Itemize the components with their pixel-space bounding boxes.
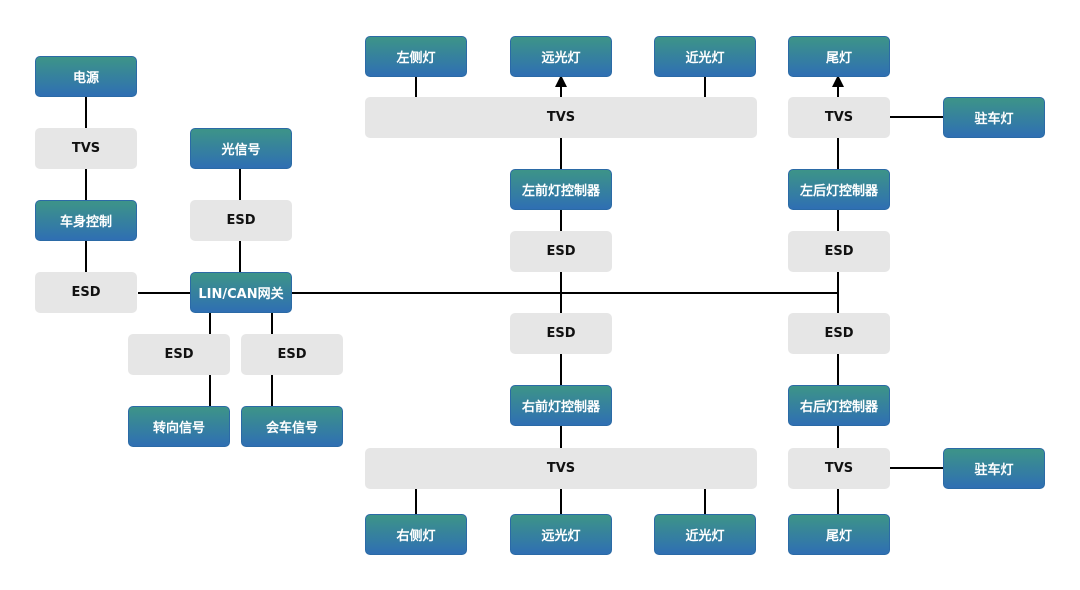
- right-front-controller-node: 右前灯控制器: [510, 385, 612, 426]
- esd-node-turn: ESD: [128, 334, 230, 375]
- low-beam-bottom-node: 近光灯: [654, 514, 756, 555]
- left-rear-controller-node: 左后灯控制器: [788, 169, 890, 210]
- meeting-signal-node: 会车信号: [241, 406, 343, 447]
- turn-signal-node: 转向信号: [128, 406, 230, 447]
- esd-node-body: ESD: [35, 272, 137, 313]
- tvs-node-front-top: TVS: [365, 97, 757, 138]
- tvs-node-rear-top: TVS: [788, 97, 890, 138]
- body-control-node: 车身控制: [35, 200, 137, 241]
- parking-light-bottom-node: 驻车灯: [943, 448, 1045, 489]
- right-side-light-node: 右侧灯: [365, 514, 467, 555]
- tail-light-bottom-node: 尾灯: [788, 514, 890, 555]
- parking-light-top-node: 驻车灯: [943, 97, 1045, 138]
- esd-node-rrc: ESD: [788, 313, 890, 354]
- tvs-node-power: TVS: [35, 128, 137, 169]
- esd-node-lightsig: ESD: [190, 200, 292, 241]
- esd-node-rfc: ESD: [510, 313, 612, 354]
- left-side-light-node: 左侧灯: [365, 36, 467, 77]
- right-rear-controller-node: 右后灯控制器: [788, 385, 890, 426]
- tvs-node-rear-bottom: TVS: [788, 448, 890, 489]
- left-front-controller-node: 左前灯控制器: [510, 169, 612, 210]
- tail-light-top-node: 尾灯: [788, 36, 890, 77]
- gateway-node: LIN/CAN网关: [190, 272, 292, 313]
- high-beam-top-node: 远光灯: [510, 36, 612, 77]
- esd-node-lrc: ESD: [788, 231, 890, 272]
- tvs-node-front-bottom: TVS: [365, 448, 757, 489]
- esd-node-lfc: ESD: [510, 231, 612, 272]
- low-beam-top-node: 近光灯: [654, 36, 756, 77]
- esd-node-meet: ESD: [241, 334, 343, 375]
- high-beam-bottom-node: 远光灯: [510, 514, 612, 555]
- light-signal-node: 光信号: [190, 128, 292, 169]
- power-node: 电源: [35, 56, 137, 97]
